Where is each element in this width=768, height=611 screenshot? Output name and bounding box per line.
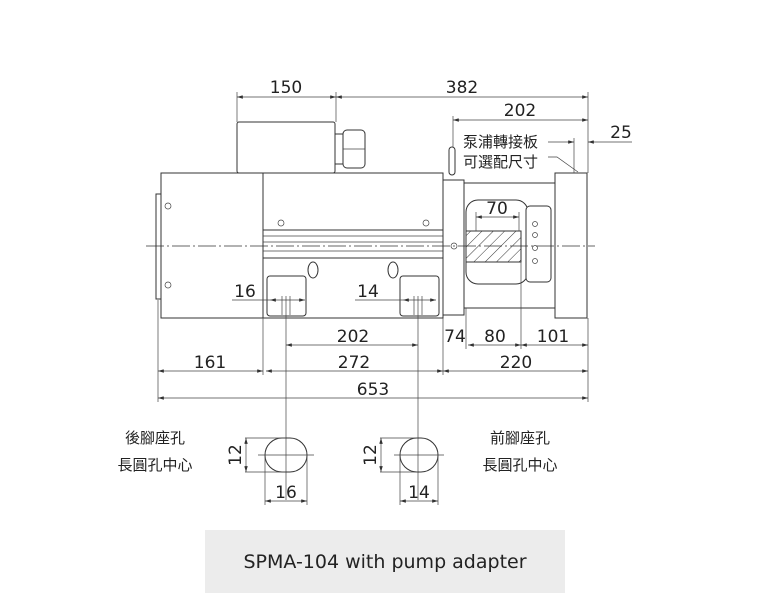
dim-101: 101 [537, 327, 569, 347]
pump-adapter-label-1: 泵浦轉接板 [463, 133, 538, 151]
rear-foot-label-2: 長圓孔中心 [117, 456, 192, 474]
front-foot [399, 275, 440, 317]
dim-202-feet: 202 [337, 327, 369, 347]
rear-slot-detail: 12 16 後腳座孔 長圓孔中心 [117, 429, 314, 505]
dim-14-slot: 14 [408, 483, 430, 503]
cooling-fins [263, 229, 443, 259]
dim-25: 25 [610, 123, 632, 143]
pump-plate [554, 172, 588, 319]
dim-14-foot: 14 [357, 282, 379, 302]
dim-16-slot: 16 [275, 483, 297, 503]
dim-12-front: 12 [361, 444, 381, 466]
caption: SPMA-104 with pump adapter [205, 530, 565, 593]
dim-12-rear: 12 [226, 444, 246, 466]
flange [442, 146, 465, 316]
dim-272: 272 [338, 353, 370, 373]
front-foot-label-1: 前腳座孔 [490, 429, 550, 447]
rear-foot-label-1: 後腳座孔 [125, 429, 185, 447]
motor-housing [160, 172, 444, 319]
shaft-section [465, 230, 522, 263]
junction-box [236, 121, 336, 174]
cable-gland [334, 129, 366, 169]
dim-16-foot: 16 [234, 282, 256, 302]
rear-end-cap [155, 193, 162, 300]
motor-body [146, 121, 595, 319]
pump-adapter-label-2: 可選配尺寸 [463, 153, 538, 171]
dim-220: 220 [500, 353, 532, 373]
dim-653: 653 [357, 380, 389, 400]
dim-74: 74 [444, 327, 466, 347]
bottom-dimensions: 202 74 80 101 161 272 220 653 [157, 262, 589, 402]
rear-foot [266, 275, 307, 317]
dim-382: 382 [446, 78, 478, 98]
pump-adapter [463, 182, 556, 309]
top-dimensions: 150 382 202 25 泵浦轉接板 可選配尺寸 70 [236, 78, 632, 231]
dim-150: 150 [270, 78, 302, 98]
dim-161: 161 [194, 353, 226, 373]
dim-80: 80 [484, 327, 506, 347]
dim-202-top: 202 [504, 101, 536, 121]
lifting-eye-bolts [307, 261, 399, 279]
front-slot-detail: 12 14 前腳座孔 長圓孔中心 [361, 429, 558, 505]
front-foot-label-2: 長圓孔中心 [482, 456, 557, 474]
dim-70: 70 [486, 199, 508, 219]
handle [448, 146, 456, 176]
